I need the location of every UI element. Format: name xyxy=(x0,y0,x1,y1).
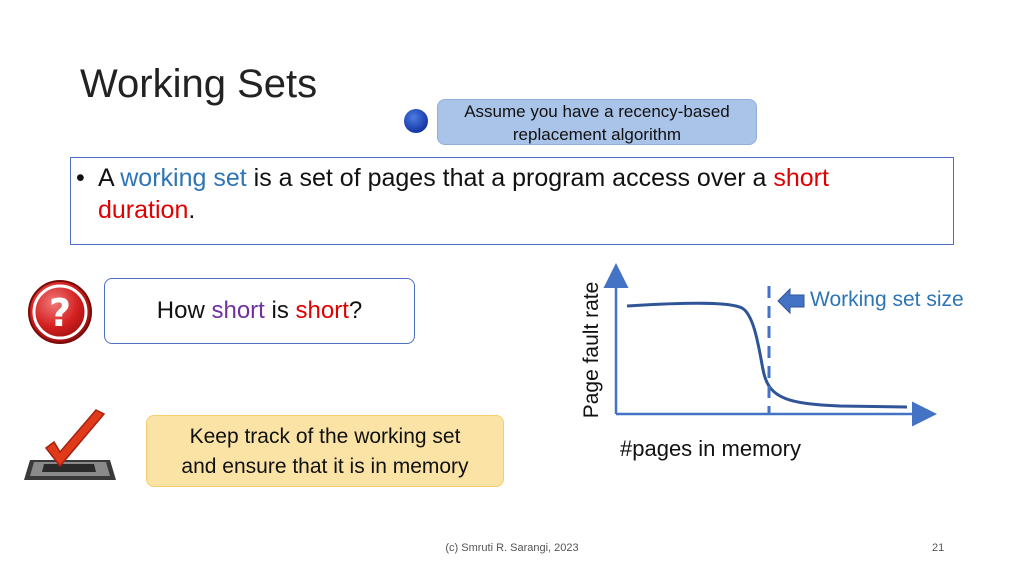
keep-line-2: and ensure that it is in memory xyxy=(181,455,469,478)
term-duration: duration xyxy=(98,196,189,224)
definition-box xyxy=(70,157,954,245)
callout-line-1: Assume you have a recency-based xyxy=(464,102,730,121)
definition-part-1: A xyxy=(98,164,121,192)
y-axis-label: Page fault rate xyxy=(580,281,603,419)
keep-track-box: Keep track of the working set and ensure… xyxy=(146,415,504,487)
page-title: Working Sets xyxy=(80,62,318,106)
page-number: 21 xyxy=(932,542,945,554)
question-word-short-1: short xyxy=(211,297,265,324)
term-working-set: working set xyxy=(120,164,247,192)
x-axis-label: #pages in memory xyxy=(620,436,801,461)
checkbox-check-icon xyxy=(24,409,116,480)
question-icon: ? xyxy=(28,280,92,344)
question-part-2: is xyxy=(264,297,296,324)
term-short: short xyxy=(773,164,829,192)
footer-copyright: (c) Smruti R. Sarangi, 2023 xyxy=(445,542,579,554)
definition-end: . xyxy=(188,196,196,224)
question-word-short-2: short xyxy=(295,297,349,324)
page-fault-diagram xyxy=(603,263,937,427)
callout-note: Assume you have a recency-based replacem… xyxy=(437,99,757,145)
callout-line-2: replacement algorithm xyxy=(512,125,682,144)
question-part-1: How xyxy=(156,297,212,324)
keep-line-1: Keep track of the working set xyxy=(189,425,461,448)
definition-text: • A working set is a set of pages that a… xyxy=(76,162,936,226)
svg-text:?: ? xyxy=(49,291,71,335)
arrow-left-icon xyxy=(777,287,805,315)
bullet-dot-icon xyxy=(404,109,428,133)
definition-part-2: is a set of pages that a program access … xyxy=(246,164,774,192)
working-set-size-label: Working set size xyxy=(810,288,964,311)
bullet-icon: • xyxy=(76,164,85,192)
question-box: How short is short? xyxy=(104,278,415,344)
question-part-3: ? xyxy=(348,297,363,324)
fault-rate-curve xyxy=(626,301,908,409)
